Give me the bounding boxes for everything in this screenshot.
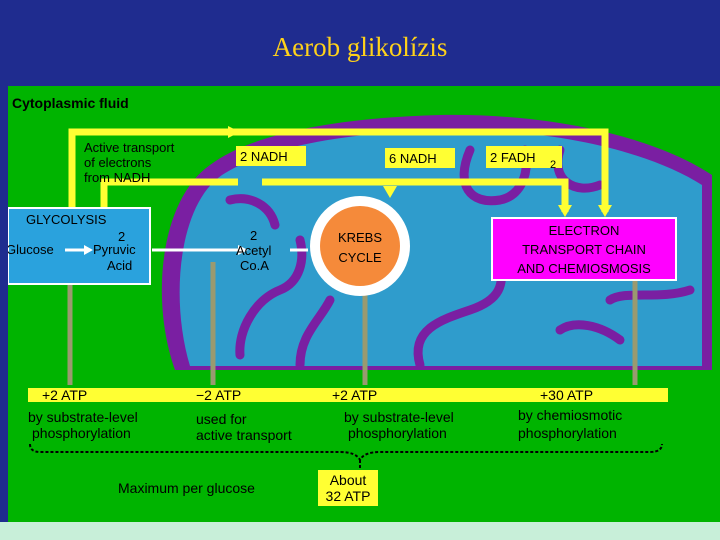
- atp-desc-2a: used for: [196, 411, 247, 427]
- glucose-arrowhead: [84, 245, 93, 255]
- nadh-2-box: [236, 146, 306, 166]
- acetyl-count: 2: [250, 228, 257, 243]
- atp-value-2: −2 ATP: [196, 387, 241, 403]
- acid-label: Acid: [107, 258, 132, 273]
- total-atp-box: [318, 470, 378, 506]
- max-per-glucose-label: Maximum per glucose: [118, 480, 255, 496]
- glucose-label: Glucose: [8, 242, 54, 257]
- arrowhead-etc-left: [558, 205, 572, 217]
- fadh-box: [486, 146, 562, 168]
- acetyl-coa-label: 2 Acetyl Co.A: [236, 228, 272, 273]
- glycolysis-box: [7, 207, 151, 285]
- atp-desc-3a: by substrate-level: [344, 409, 454, 425]
- atp-desc-2b: active transport: [196, 427, 292, 443]
- bottom-strip: [0, 522, 720, 540]
- summary-brace: [29, 443, 663, 463]
- fadh-subscript: 2: [550, 159, 556, 171]
- atp-strip: [28, 388, 668, 402]
- arrowhead-nadh2: [228, 126, 240, 138]
- nadh-6-box: [385, 148, 455, 168]
- atp-value-3: +2 ATP: [332, 387, 377, 403]
- arrowhead-nadh6: [383, 186, 397, 198]
- etc-line-3: AND CHEMIOSMOSIS: [517, 261, 651, 276]
- pyruvate-arrowhead: [238, 245, 248, 255]
- atp-desc-1a: by substrate-level: [28, 409, 138, 425]
- nadh-2-label: 2 NADH: [240, 149, 288, 164]
- etc-line-2: TRANSPORT CHAIN: [522, 242, 646, 257]
- transport-note: Active transport of electrons from NADH: [84, 140, 175, 185]
- nadh-6-label: 6 NADH: [389, 151, 437, 166]
- glycolysis-count: 2: [118, 229, 125, 244]
- cytoplasmic-fluid-label: Cytoplasmic fluid: [12, 95, 129, 111]
- fadh-label: 2 FADH: [490, 150, 536, 165]
- atp-desc-4a: by chemiosmotic: [518, 407, 622, 423]
- electron-routing: [68, 128, 609, 212]
- left-border: [0, 86, 8, 522]
- transport-note-line-2: of electrons: [84, 155, 152, 170]
- glycolysis-title: GLYCOLYSIS: [26, 212, 107, 227]
- total-line-1: About: [330, 472, 367, 488]
- total-line-2: 32 ATP: [326, 488, 371, 504]
- transport-note-line-1: Active transport: [84, 140, 175, 155]
- coa-word: Co.A: [240, 258, 269, 273]
- atp-arrows: [67, 262, 638, 385]
- acetyl-word: Acetyl: [236, 243, 272, 258]
- atp-value-4: +30 ATP: [540, 387, 593, 403]
- atp-values: +2 ATP −2 ATP +2 ATP +30 ATP: [42, 387, 593, 403]
- etc-box: [491, 217, 677, 281]
- diagram-area: Cytoplasmic fluid Active transport of el…: [6, 86, 720, 522]
- arrowhead-etc-right: [598, 205, 612, 217]
- respiration-diagram: Cytoplasmic fluid Active transport of el…: [6, 95, 713, 506]
- pyruvic-label: Pyruvic: [93, 242, 136, 257]
- atp-desc-1b: phosphorylation: [32, 425, 131, 441]
- atp-value-1: +2 ATP: [42, 387, 87, 403]
- atp-desc-3b: phosphorylation: [348, 425, 447, 441]
- etc-line-1: ELECTRON: [549, 223, 620, 238]
- title-bar: Aerob glikolízis: [0, 0, 720, 86]
- slide-title: Aerob glikolízis: [272, 32, 448, 62]
- atp-descriptions: by substrate-level phosphorylation used …: [28, 407, 622, 443]
- krebs-line-2: CYCLE: [338, 250, 382, 265]
- transport-note-line-3: from NADH: [84, 170, 150, 185]
- krebs-cycle: [320, 206, 400, 286]
- krebs-line-1: KREBS: [338, 230, 382, 245]
- atp-desc-4b: phosphorylation: [518, 425, 617, 441]
